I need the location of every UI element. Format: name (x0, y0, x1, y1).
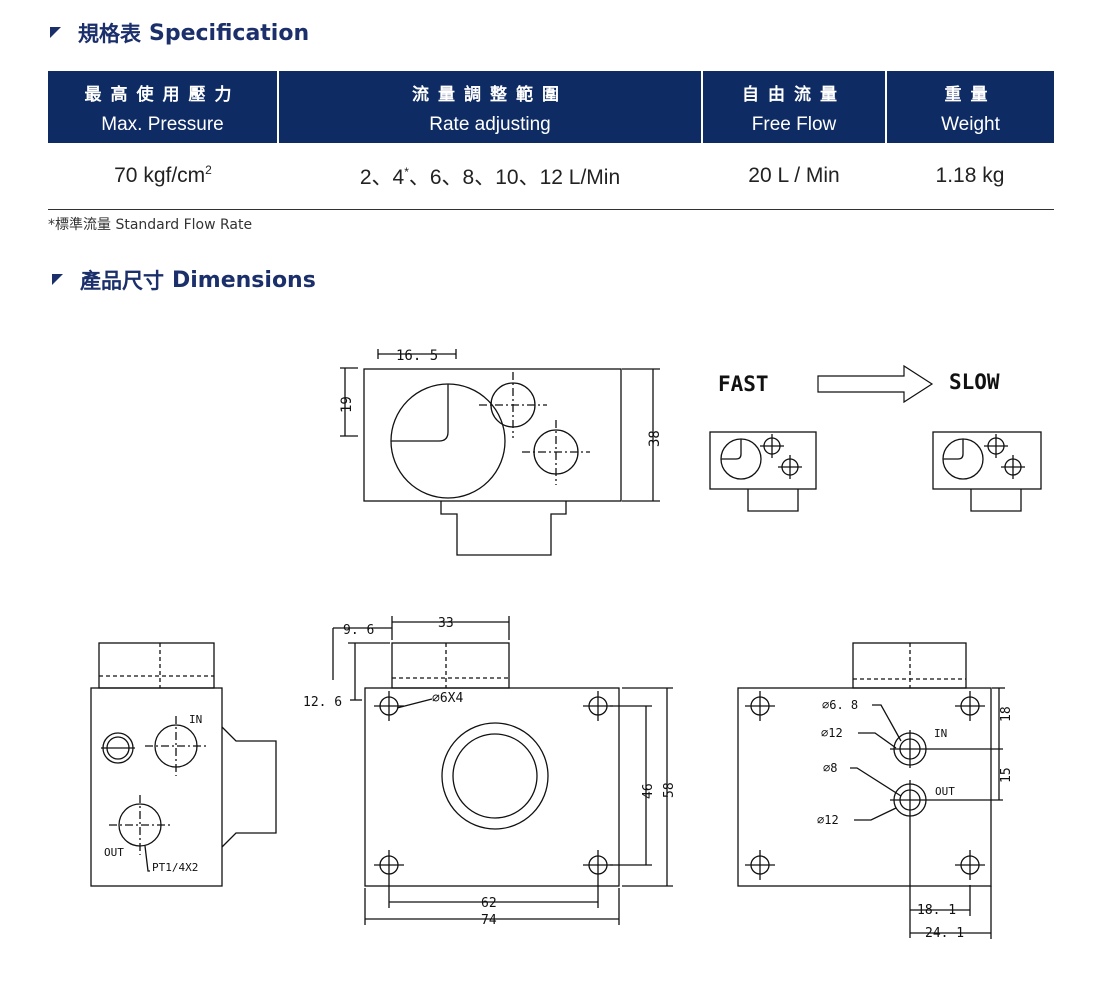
slow-view-drawing (932, 431, 1042, 512)
dim-18: 18 (999, 706, 1014, 722)
back-view-drawing (737, 642, 1005, 939)
dimensions-heading: 產品尺寸 Dimensions (52, 265, 316, 295)
dim-heading-zh: 產品尺寸 (80, 269, 164, 293)
pt-label: PT1/4X2 (152, 861, 198, 874)
col-free-flow: 自由流量 Free Flow (702, 71, 887, 143)
col-max-pressure: 最高使用壓力 Max. Pressure (48, 71, 279, 143)
dim-38: 38 (647, 430, 663, 447)
slow-label: SLOW (949, 370, 1000, 394)
arrow-right-icon (817, 364, 934, 404)
dim-phi12-b: ⌀12 (817, 813, 839, 827)
dim-9-6: 9. 6 (343, 623, 374, 638)
spec-heading-zh: 規格表 (78, 22, 141, 46)
cell-free-flow: 20 L / Min (702, 143, 886, 210)
dim-58: 58 (662, 782, 677, 798)
dim-16-5: 16. 5 (396, 348, 438, 364)
dim-12-6: 12. 6 (303, 695, 342, 710)
col-rate-adjusting: 流量調整範圍 Rate adjusting (278, 71, 703, 143)
back-out-label: OUT (935, 785, 955, 798)
spec-heading-en: Specification (149, 20, 310, 46)
cell-rate: 2、4*、6、8、10、12 L/Min (278, 143, 702, 210)
dim-15: 15 (999, 767, 1014, 783)
table-row: 70 kgf/cm2 2、4*、6、8、10、12 L/Min 20 L / M… (48, 143, 1054, 210)
dim-phi12-a: ⌀12 (821, 726, 843, 740)
front-view-drawing (332, 616, 673, 925)
dim-19: 19 (339, 396, 355, 413)
dim-phi6x4: ⌀6X4 (432, 691, 463, 706)
specification-heading: 規格表 Specification (50, 18, 309, 48)
spec-table: 最高使用壓力 Max. Pressure 流量調整範圍 Rate adjusti… (48, 71, 1054, 210)
back-in-label: IN (934, 727, 947, 740)
dim-phi6-8: ⌀6. 8 (822, 698, 858, 712)
top-view-drawing (340, 349, 660, 556)
dim-18-1: 18. 1 (917, 903, 956, 918)
dim-74: 74 (481, 913, 497, 928)
dim-heading-en: Dimensions (172, 267, 316, 293)
dim-phi8: ⌀8 (823, 761, 837, 775)
standard-flow-note: *標準流量 Standard Flow Rate (48, 217, 253, 233)
side-out-label: OUT (104, 846, 124, 859)
fast-view-drawing (709, 431, 817, 512)
dim-24-1: 24. 1 (925, 926, 964, 941)
side-in-label: IN (189, 713, 202, 726)
col-weight: 重量 Weight (886, 71, 1054, 143)
dim-46: 46 (641, 783, 656, 799)
dim-62: 62 (481, 896, 497, 911)
fast-label: FAST (718, 372, 769, 396)
cell-pressure: 70 kgf/cm2 (48, 143, 278, 210)
side-view-drawing (90, 642, 277, 887)
dim-33: 33 (438, 616, 454, 631)
cell-weight: 1.18 kg (886, 143, 1054, 210)
